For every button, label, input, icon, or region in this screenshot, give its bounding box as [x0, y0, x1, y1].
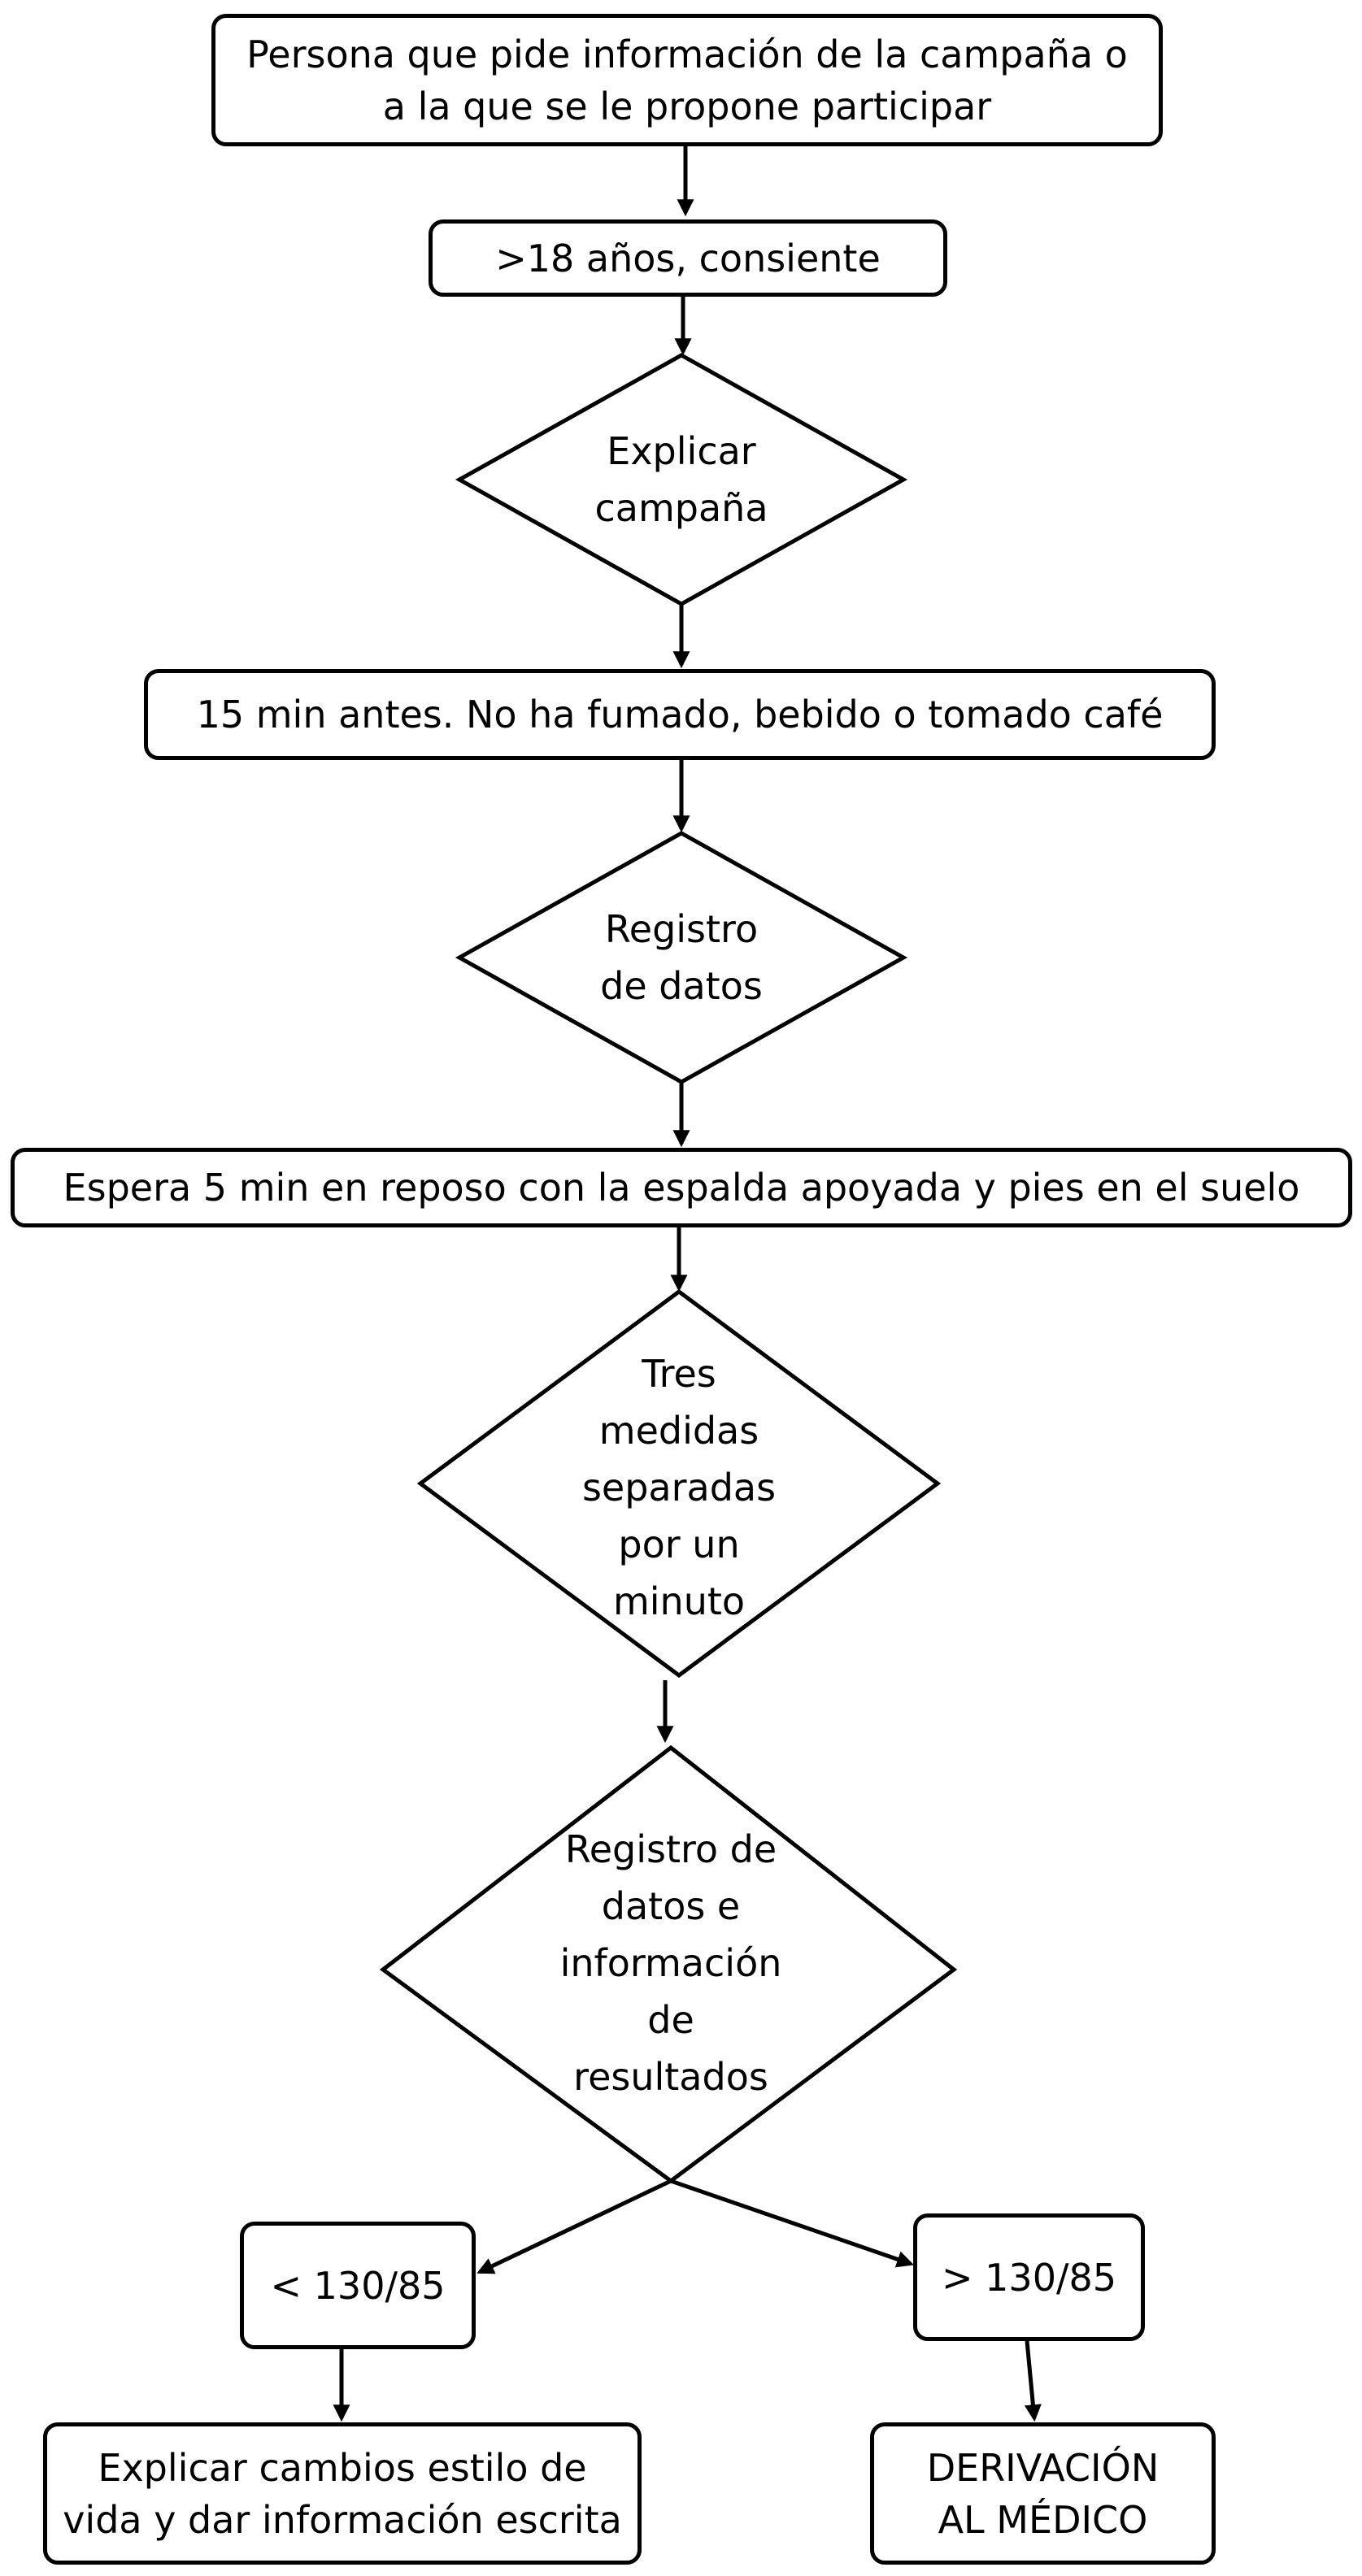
node-measures-line-1: Tres: [642, 1352, 716, 1396]
node-lifestyle-line-1: Explicar cambios estilo de: [98, 2445, 587, 2490]
node-high-line-1: > 130/85: [942, 2255, 1116, 2300]
node-low-line-1: < 130/85: [270, 2263, 446, 2308]
node-register2-line-1: Registro de: [564, 1827, 777, 1871]
node-referral: DERIVACIÓN AL MÉDICO: [870, 2422, 1216, 2565]
node-referral-line-1: DERIVACIÓN: [926, 2445, 1160, 2490]
arrow-results-to-low: [476, 2179, 672, 2274]
decision-diamond-measures: [416, 1288, 942, 1679]
node-rest-line-1: Espera 5 min en reposo con la espalda ap…: [63, 1166, 1300, 1210]
node-start-line-2: a la que se le propone participar: [382, 84, 992, 128]
arrow-high-to-referral: [1024, 2340, 1042, 2422]
node-rest: Espera 5 min en reposo con la espalda ap…: [11, 1148, 1352, 1227]
node-explain-line-1: Explicar: [607, 429, 756, 473]
node-age: >18 años, consiente: [429, 219, 947, 297]
node-register2-line-5: resultados: [573, 2055, 768, 2099]
node-explain-line-2: campaña: [594, 486, 768, 530]
node-register2-line-2: datos e: [601, 1884, 741, 1928]
node-referral-line-2: AL MÉDICO: [938, 2497, 1148, 2542]
node-measures-line-3: separadas: [581, 1466, 777, 1510]
node-lifestyle-line-2: vida y dar información escrita: [63, 2497, 622, 2542]
node-register2-line-4: de: [647, 1998, 694, 2042]
node-start-line-1: Persona que pide información de la campa…: [246, 32, 1128, 76]
node-prep-line-1: 15 min antes. No ha fumado, bebido o tom…: [196, 693, 1164, 736]
node-register2: Registro de datos e información de resul…: [504, 1821, 838, 2105]
node-measures-line-5: minuto: [612, 1579, 746, 1623]
node-register2-line-3: información: [559, 1941, 782, 1985]
node-measures-line-2: medidas: [598, 1409, 759, 1453]
node-register1-line-2: de datos: [600, 964, 763, 1008]
node-low: < 130/85: [240, 2222, 476, 2349]
node-high: > 130/85: [913, 2213, 1145, 2341]
node-start: Persona que pide información de la campa…: [211, 14, 1163, 146]
node-measures-line-4: por un: [618, 1523, 740, 1566]
node-measures: Tres medidas separadas por un minuto: [529, 1345, 829, 1630]
node-register1: Registro de datos: [520, 901, 842, 1014]
arrow-results-to-high: [670, 2179, 914, 2268]
node-register1-line-1: Registro: [604, 907, 759, 951]
node-prep: 15 min antes. No ha fumado, bebido o tom…: [144, 669, 1216, 760]
node-explain: Explicar campaña: [520, 423, 842, 536]
node-age-line-1: >18 años, consiente: [495, 236, 881, 280]
node-lifestyle: Explicar cambios estilo de vida y dar in…: [43, 2422, 642, 2565]
